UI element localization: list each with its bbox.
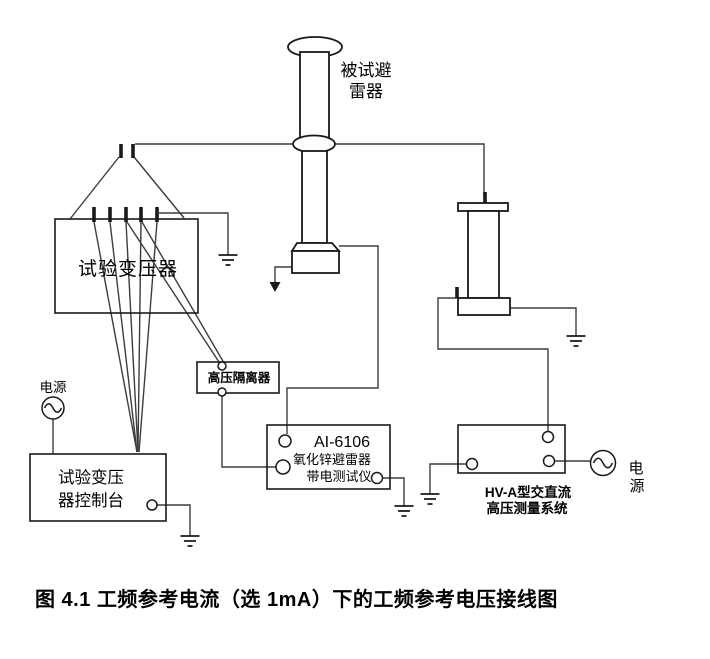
wire-arrester-to-tester (286, 245, 379, 434)
arrester-label-line2: 雷器 (349, 82, 383, 101)
wire-fan-4 (137, 221, 142, 453)
sine-wave-icon (43, 403, 63, 413)
tester-label-line2: 氧化锌避雷器 (293, 452, 371, 467)
hva-measurement-system (457, 424, 566, 474)
terminal-circle (370, 471, 384, 485)
arrester-flange (292, 134, 336, 154)
wire-divider-earth (510, 307, 577, 336)
test-transformer (54, 144, 199, 314)
divider-column (467, 210, 500, 299)
terminal-circle (541, 430, 555, 444)
tester-model-label: AI-6106 (314, 434, 370, 451)
ground-icon (420, 493, 440, 505)
hv-isolator-box (196, 361, 280, 394)
arrester-lower-column (301, 150, 328, 244)
arrow-ground-icon (269, 282, 281, 292)
terminal-circle (146, 499, 158, 511)
hva-measurement-box (457, 424, 566, 474)
power-right-label-line1: 电 (628, 460, 643, 477)
wire-hva-earth (429, 463, 467, 494)
wire-arrester-base-earth (274, 266, 292, 282)
ground-icon (566, 335, 586, 347)
wire-fan-5 (138, 221, 158, 453)
wire-to-isolator-2 (141, 221, 225, 364)
wire-hv-bus (135, 143, 485, 197)
wire-divider-to-hva (437, 297, 549, 432)
sine-wave-icon (592, 457, 614, 469)
power-left-label: 电源 (40, 380, 67, 395)
ground-icon (180, 535, 200, 547)
ac-source-left (41, 396, 65, 420)
figure-caption: 图 4.1 工频参考电流（选 1mA）下的工频参考电压接线图 (35, 589, 558, 611)
voltage-divider (455, 192, 511, 316)
wire-fan-3 (125, 221, 139, 453)
wires (52, 143, 591, 536)
control-console-box (29, 453, 167, 522)
transformer-label: 试验变压器 (78, 258, 178, 280)
power-right-label-line2: 源 (629, 478, 644, 495)
hva-label-line2: 高压测量系统 (487, 500, 568, 516)
wire-fan-1 (93, 221, 138, 453)
ai6106-tester (266, 424, 391, 490)
arrester-base (291, 250, 340, 274)
wire-isolator-to-tester (221, 396, 276, 468)
terminal-circle (542, 454, 556, 468)
arrester-label-line1: 被试避 (341, 61, 392, 80)
terminal-circle (217, 387, 227, 397)
terminal-circle (217, 361, 227, 371)
divider-base (457, 297, 511, 316)
wire-bushing-left-leg (69, 156, 120, 220)
tester-label-line3: 带电测试仪 (306, 469, 371, 484)
control-console (29, 453, 167, 522)
terminal-circle (278, 434, 292, 448)
arrester-upper-column (299, 51, 330, 139)
wire-fan-2 (109, 221, 138, 453)
ac-source-right (589, 449, 617, 477)
arrester-under-test (269, 36, 343, 292)
terminal-circle (275, 459, 291, 475)
wire-tester-earth (382, 477, 405, 506)
isolator-label: 高压隔离器 (208, 370, 271, 385)
wire-console-earth (157, 504, 191, 536)
ground-icon (218, 254, 238, 266)
ground-icon (394, 505, 414, 517)
arrester-base-taper (290, 242, 341, 252)
terminal-circle (465, 457, 479, 471)
hva-label-line1: HV-A型交直流 (485, 484, 572, 500)
divider-top-plate (457, 202, 509, 212)
hv-isolator (196, 361, 280, 397)
ai6106-tester-box (266, 424, 391, 490)
wire-bushing-right-leg (133, 156, 185, 219)
wire-to-isolator-1 (126, 221, 220, 363)
grounds (180, 254, 586, 547)
console-label-line2: 器控制台 (58, 491, 124, 510)
console-label-line1: 试验变压 (58, 468, 124, 487)
wire-transformer-earth (159, 212, 229, 255)
